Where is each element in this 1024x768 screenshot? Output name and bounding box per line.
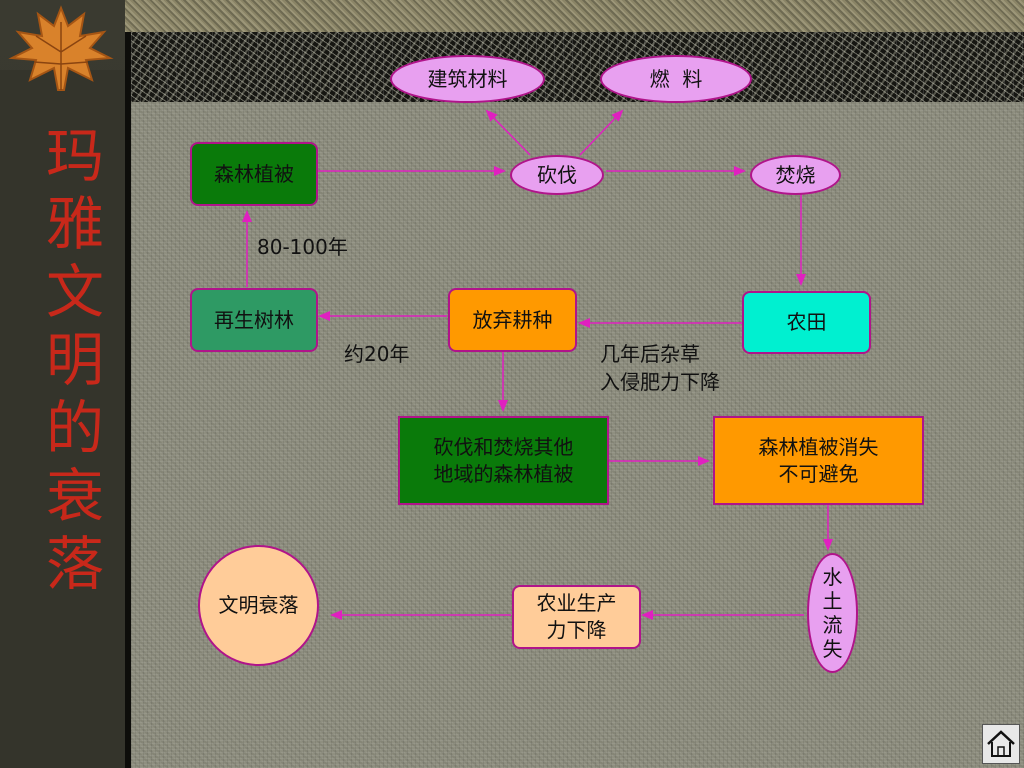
node-cut-burn-other-line2: 地域的森林植被: [433, 461, 574, 486]
node-erosion-char: 失: [822, 637, 843, 661]
node-cut-burn-other-line1: 砍伐和焚烧其他: [433, 434, 574, 459]
home-icon: [987, 730, 1015, 757]
node-regrowth-forest: 再生树林: [190, 288, 318, 352]
top-texture-strip: [0, 0, 1024, 32]
node-decline: 文明衰落: [198, 545, 319, 666]
node-abandon-farming: 放弃耕种: [448, 288, 577, 352]
title-char: 明: [45, 326, 104, 394]
title-char: 玛: [45, 122, 104, 190]
sidebar-panel: [0, 70, 125, 768]
node-fuel: 燃 料: [600, 55, 752, 103]
node-forest-loss: 森林植被消失 不可避免: [713, 416, 924, 505]
title-char: 文: [45, 258, 104, 326]
node-logging: 砍伐: [510, 155, 604, 195]
title-char: 落: [45, 530, 104, 598]
maple-leaf-icon: [8, 5, 114, 91]
title-char: 雅: [45, 190, 104, 258]
node-cut-burn-other: 砍伐和焚烧其他 地域的森林植被: [398, 416, 609, 505]
node-erosion-char: 流: [822, 613, 843, 637]
vertical-title: 玛 雅 文 明 的 衰 落: [40, 122, 110, 598]
title-char: 的: [45, 394, 104, 462]
node-erosion-char: 水: [822, 565, 843, 589]
node-building-materials: 建筑材料: [390, 55, 545, 103]
canvas-top-texture: [131, 32, 1024, 102]
node-agri-line1: 农业生产: [536, 591, 617, 615]
home-button[interactable]: [982, 724, 1020, 764]
node-soil-erosion: 水 土 流 失: [807, 553, 858, 673]
label-weeds-line1: 几年后杂草: [600, 342, 700, 366]
sidebar-edge: [125, 32, 131, 768]
label-about-20-years: 约20年: [344, 342, 410, 366]
node-burning: 焚烧: [750, 155, 841, 195]
node-forest-vegetation: 森林植被: [190, 142, 318, 206]
node-erosion-char: 土: [822, 589, 843, 613]
node-forest-loss-line1: 森林植被消失: [758, 434, 879, 459]
node-farmland: 农田: [742, 291, 871, 354]
node-agri-decline: 农业生产 力下降: [512, 585, 641, 649]
node-agri-line2: 力下降: [546, 618, 607, 642]
title-char: 衰: [45, 462, 104, 530]
node-forest-loss-line2: 不可避免: [778, 461, 859, 486]
label-80-100-years: 80-100年: [257, 235, 348, 259]
label-weeds-line2: 入侵肥力下降: [600, 370, 720, 394]
